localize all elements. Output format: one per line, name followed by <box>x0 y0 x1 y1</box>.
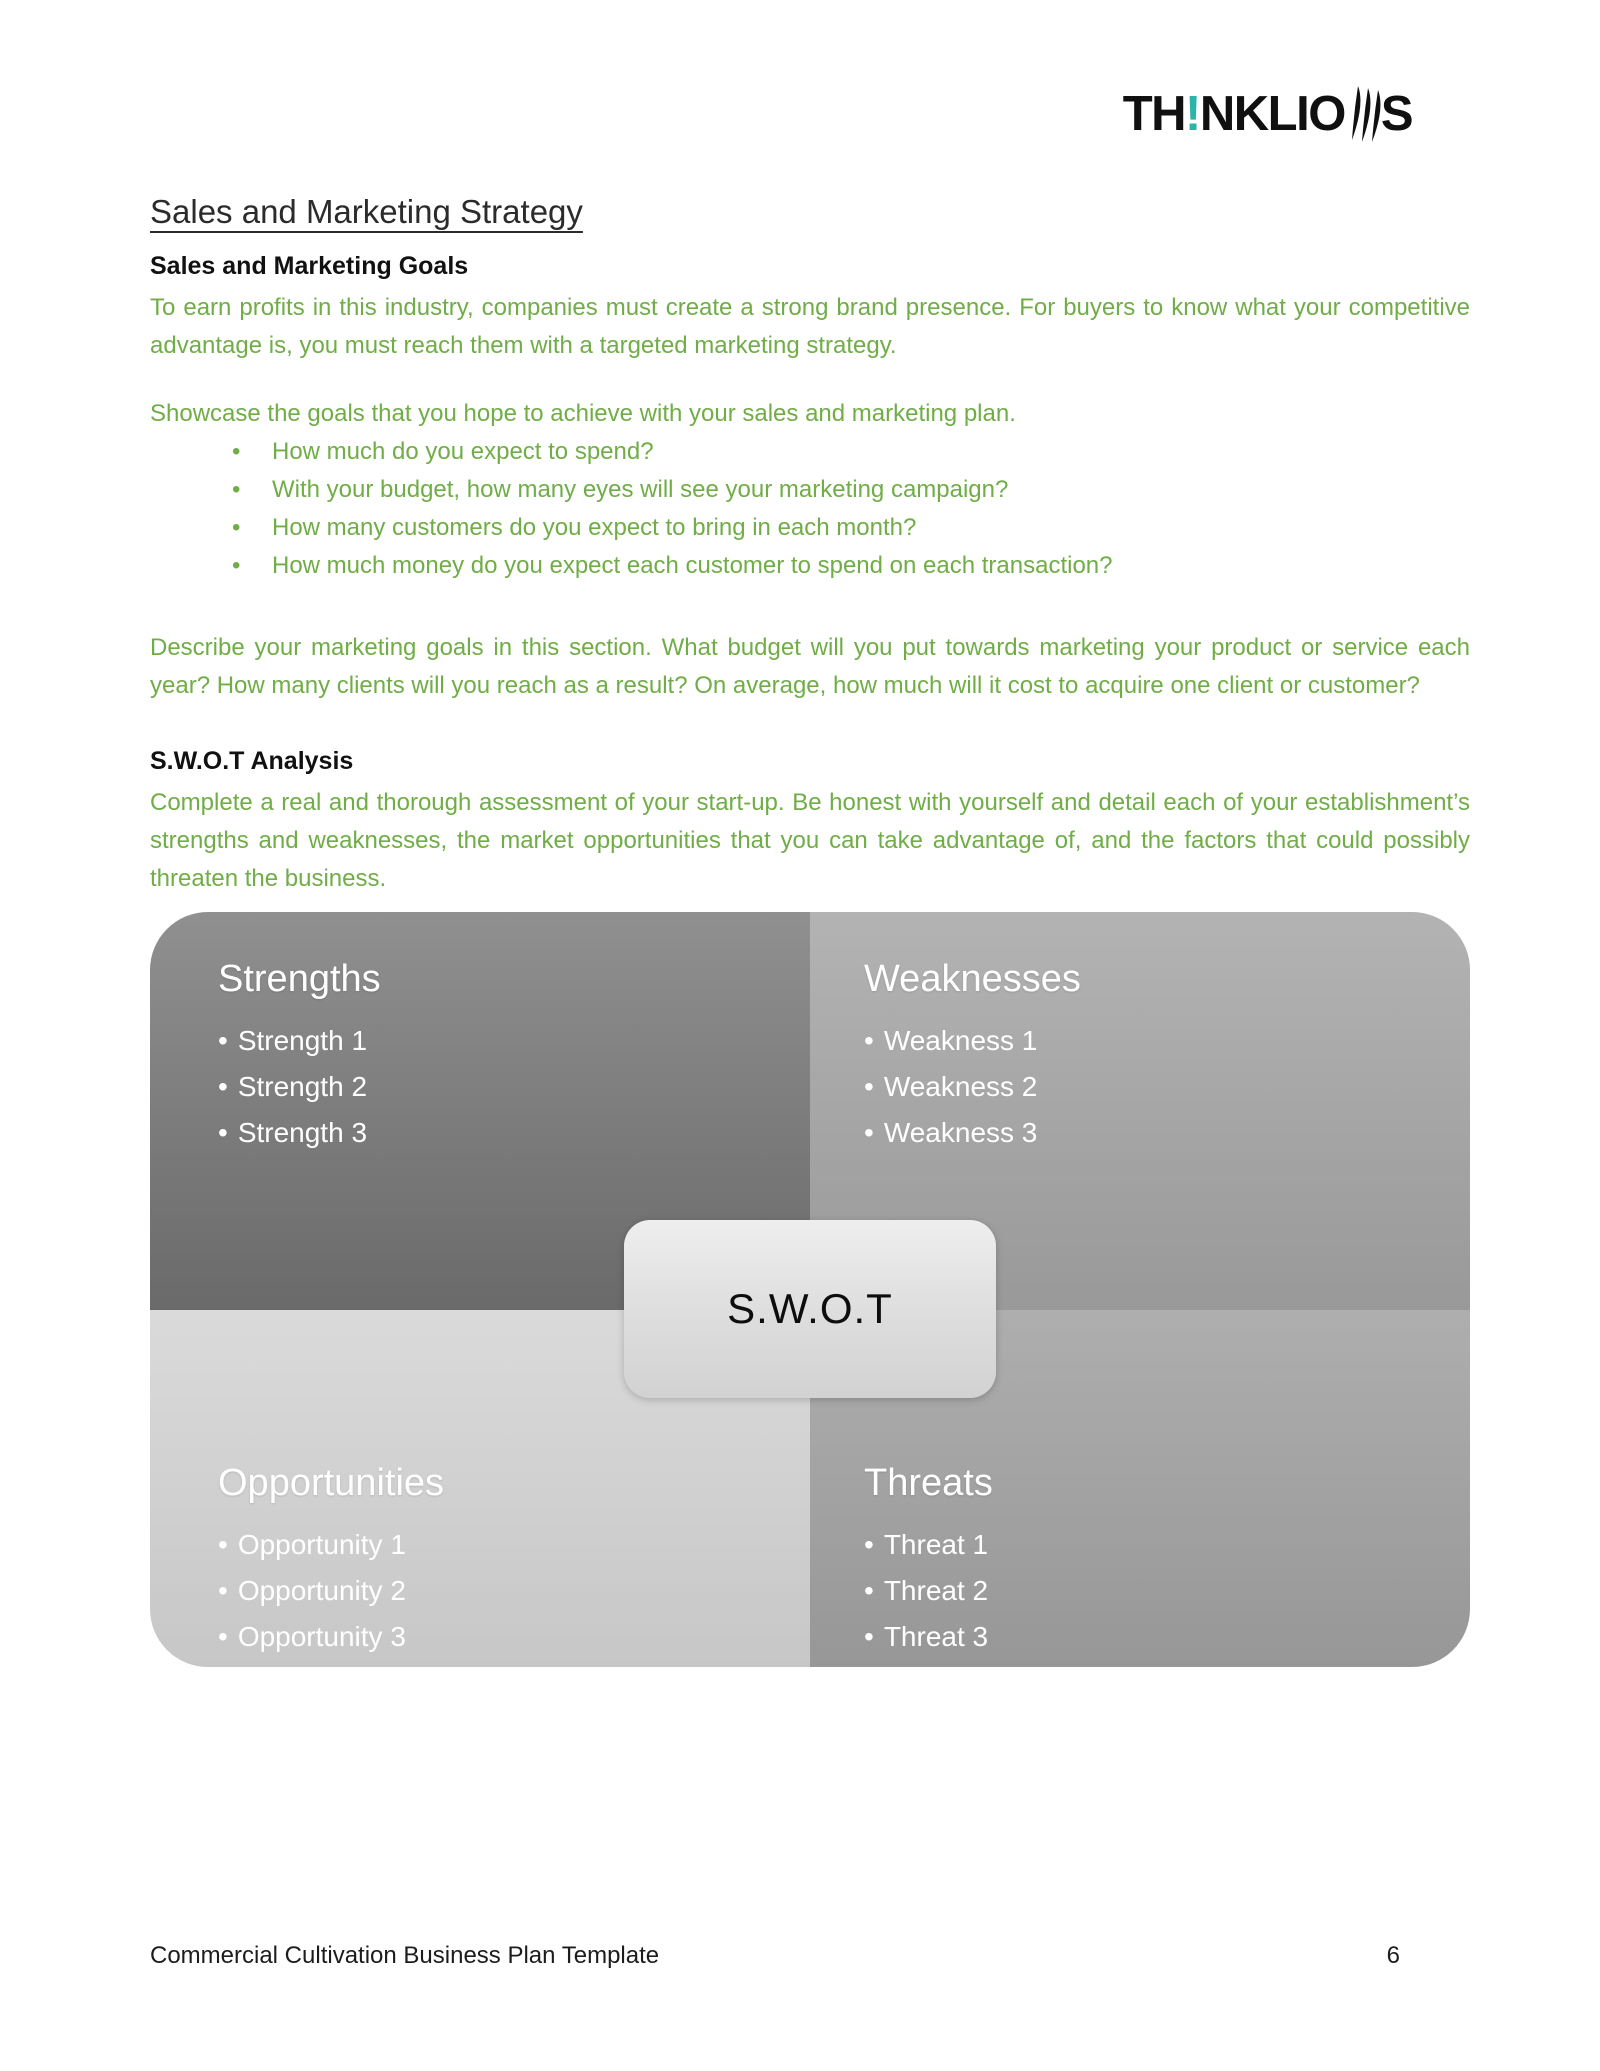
quadrant-title: Strengths <box>218 958 381 1000</box>
swot-heading: S.W.O.T Analysis <box>150 747 354 775</box>
bullet-item: With your budget, how many eyes will see… <box>232 471 1470 509</box>
logo-text: TH <box>1122 86 1187 141</box>
swot-center-badge: S.W.O.T <box>624 1220 996 1398</box>
quadrant-title: Weaknesses <box>864 958 1081 1000</box>
quadrant-item-list: Weakness 1 Weakness 2 Weakness 3 <box>864 1018 1440 1156</box>
goals-bullet-list: How much do you expect to spend? With yo… <box>150 433 1470 585</box>
bullet-item: How much do you expect to spend? <box>232 433 1470 471</box>
bullet-item: How much money do you expect each custom… <box>232 547 1470 585</box>
quadrant-item-list: Threat 1 Threat 2 Threat 3 <box>864 1522 1440 1660</box>
swot-intro-paragraph: Complete a real and thorough assessment … <box>150 789 1470 892</box>
swot-diagram: Strengths Strength 1 Strength 2 Strength… <box>150 912 1470 1667</box>
footer-document-title: Commercial Cultivation Business Plan Tem… <box>150 1942 660 1969</box>
quadrant-item: Opportunity 1 <box>218 1522 780 1568</box>
goals-describe-paragraph: Describe your marketing goals in this se… <box>150 634 1470 699</box>
quadrant-item: Threat 2 <box>864 1568 1440 1614</box>
logo-text: NKLIO <box>1199 86 1346 141</box>
quadrant-item: Weakness 1 <box>864 1018 1440 1064</box>
quadrant-item: Opportunity 3 <box>218 1614 780 1660</box>
quadrant-item: Threat 1 <box>864 1522 1440 1568</box>
quadrant-title: Threats <box>864 1462 993 1504</box>
quadrant-item: Weakness 2 <box>864 1064 1440 1110</box>
goals-showcase-line: Showcase the goals that you hope to achi… <box>150 400 1016 427</box>
swot-center-label: S.W.O.T <box>727 1285 893 1332</box>
logo-exclamation: ! <box>1185 86 1201 141</box>
quadrant-item: Weakness 3 <box>864 1110 1440 1156</box>
quadrant-item-list: Strength 1 Strength 2 Strength 3 <box>218 1018 780 1156</box>
quadrant-strengths: Strengths Strength 1 Strength 2 Strength… <box>150 912 810 1310</box>
bullet-item: How many customers do you expect to brin… <box>232 509 1470 547</box>
quadrant-title: Opportunities <box>218 1462 445 1504</box>
quadrant-item: Strength 3 <box>218 1110 780 1156</box>
page-footer: Commercial Cultivation Business Plan Tem… <box>150 1942 1470 1970</box>
goals-heading: Sales and Marketing Goals <box>150 252 469 280</box>
brand-logo: TH!NKLIO S <box>1122 86 1414 142</box>
logo-text: S <box>1380 86 1414 141</box>
claw-marks-icon <box>1346 86 1382 142</box>
quadrant-item: Strength 1 <box>218 1018 780 1064</box>
quadrant-item: Opportunity 2 <box>218 1568 780 1614</box>
goals-intro-paragraph: To earn profits in this industry, compan… <box>150 294 1470 359</box>
page-number: 6 <box>1386 1942 1400 1969</box>
section-title: Sales and Marketing Strategy <box>150 193 583 230</box>
quadrant-item-list: Opportunity 1 Opportunity 2 Opportunity … <box>218 1522 780 1660</box>
quadrant-item: Strength 2 <box>218 1064 780 1110</box>
quadrant-item: Threat 3 <box>864 1614 1440 1660</box>
page-content: Sales and Marketing Strategy Sales and M… <box>0 0 1600 1667</box>
